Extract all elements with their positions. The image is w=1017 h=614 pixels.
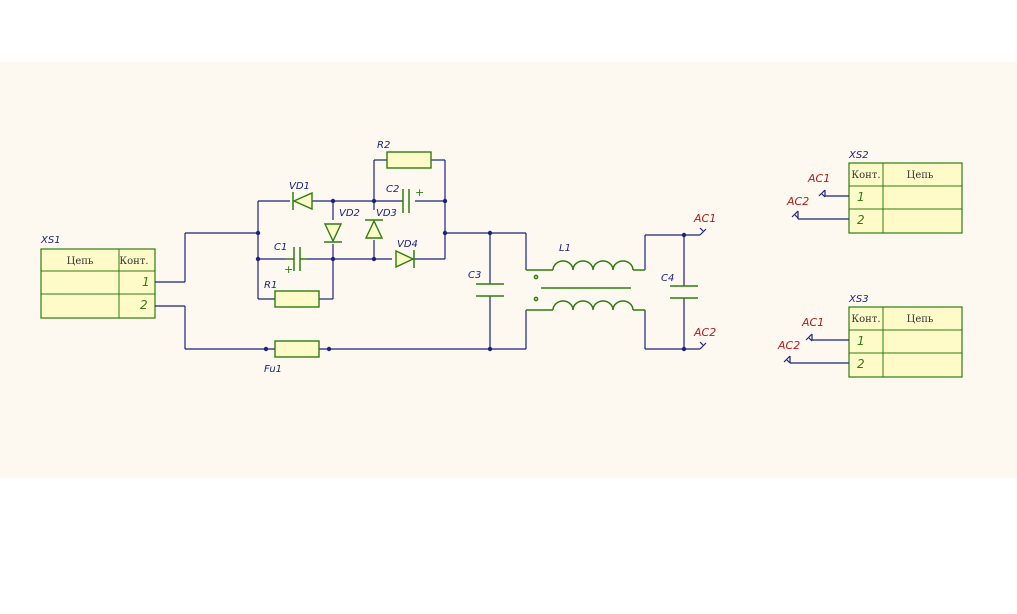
svg-text:AC2: AC2 xyxy=(693,326,716,339)
c1-ref-label: C1 xyxy=(274,242,287,253)
xs3-header-net: Цепь xyxy=(907,314,934,325)
vd4-ref-label: VD4 xyxy=(397,239,418,250)
xs2-pin-1: 1 xyxy=(857,190,865,204)
diode-vd2[interactable]: VD2 xyxy=(323,208,360,243)
net-label-xs2-ac1[interactable]: AC1 xyxy=(807,172,830,198)
xs3-header-pin: Конт. xyxy=(851,314,880,325)
diode-vd3[interactable]: VD3 xyxy=(364,208,397,239)
xs3-pin-2: 2 xyxy=(857,357,865,371)
xs3-wires xyxy=(789,334,849,364)
xs3-connector[interactable]: XS3 Конт. Цепь 1 2 xyxy=(848,294,963,378)
net-label-main-ac2[interactable]: AC2 xyxy=(693,326,716,350)
vd1-ref-label: VD1 xyxy=(289,181,310,192)
net-label-xs3-ac2[interactable]: AC2 xyxy=(777,339,800,364)
capacitor-c3[interactable]: C3 xyxy=(468,270,504,297)
xs1-header-net: Цепь xyxy=(67,256,94,267)
c3-ref-label: C3 xyxy=(468,270,481,281)
vd2-ref-label: VD2 xyxy=(339,208,360,219)
svg-text:AC1: AC1 xyxy=(693,212,716,225)
capacitor-c4[interactable]: C4 xyxy=(661,273,698,299)
svg-text:AC2: AC2 xyxy=(777,339,800,352)
svg-text:AC1: AC1 xyxy=(807,172,830,185)
xs2-header-net: Цепь xyxy=(907,170,934,181)
resistor-r1[interactable]: R1 xyxy=(264,280,320,308)
net-label-xs3-ac1[interactable]: AC1 xyxy=(801,316,824,342)
vd3-ref-label: VD3 xyxy=(376,208,397,219)
diode-vd1[interactable]: VD1 xyxy=(289,181,313,211)
xs3-ref-label: XS3 xyxy=(848,294,869,305)
capacitor-c2[interactable]: + C2 xyxy=(386,184,424,213)
xs2-header-pin: Конт. xyxy=(851,170,880,181)
svg-text:AC1: AC1 xyxy=(801,316,824,329)
xs1-connector[interactable]: XS1 Цепь Конт. 1 2 xyxy=(40,235,156,319)
diode-vd4[interactable]: VD4 xyxy=(395,239,418,269)
r1-ref-label: R1 xyxy=(264,280,277,291)
c1-polarity-mark: + xyxy=(284,263,293,276)
xs1-ref-label: XS1 xyxy=(40,235,61,246)
fuse-fu1[interactable]: Fu1 xyxy=(264,340,320,375)
net-label-main-ac1[interactable]: AC1 xyxy=(693,212,716,236)
c4-ref-label: C4 xyxy=(661,273,674,284)
xs1-pin-2: 2 xyxy=(140,298,148,312)
l1-ref-label: L1 xyxy=(559,243,571,254)
r2-ref-label: R2 xyxy=(377,140,390,151)
xs2-pin-2: 2 xyxy=(857,213,865,227)
junctions xyxy=(255,198,687,352)
choke-l1[interactable]: L1 xyxy=(526,243,645,311)
net-label-xs2-ac2[interactable]: AC2 xyxy=(786,195,809,219)
svg-text:AC2: AC2 xyxy=(786,195,809,208)
c2-ref-label: C2 xyxy=(386,184,399,195)
xs1-header-pin: Конт. xyxy=(119,256,148,267)
resistor-r2[interactable]: R2 xyxy=(377,140,432,169)
drawing-area xyxy=(0,62,1017,478)
xs2-connector[interactable]: XS2 Конт. Цепь 1 2 xyxy=(848,150,963,234)
xs2-ref-label: XS2 xyxy=(848,150,869,161)
fu1-ref-label: Fu1 xyxy=(264,364,282,375)
xs1-pin-1: 1 xyxy=(142,275,150,289)
xs3-pin-1: 1 xyxy=(857,334,865,348)
c2-polarity-mark: + xyxy=(415,186,424,199)
capacitor-c1[interactable]: + C1 xyxy=(274,242,307,276)
